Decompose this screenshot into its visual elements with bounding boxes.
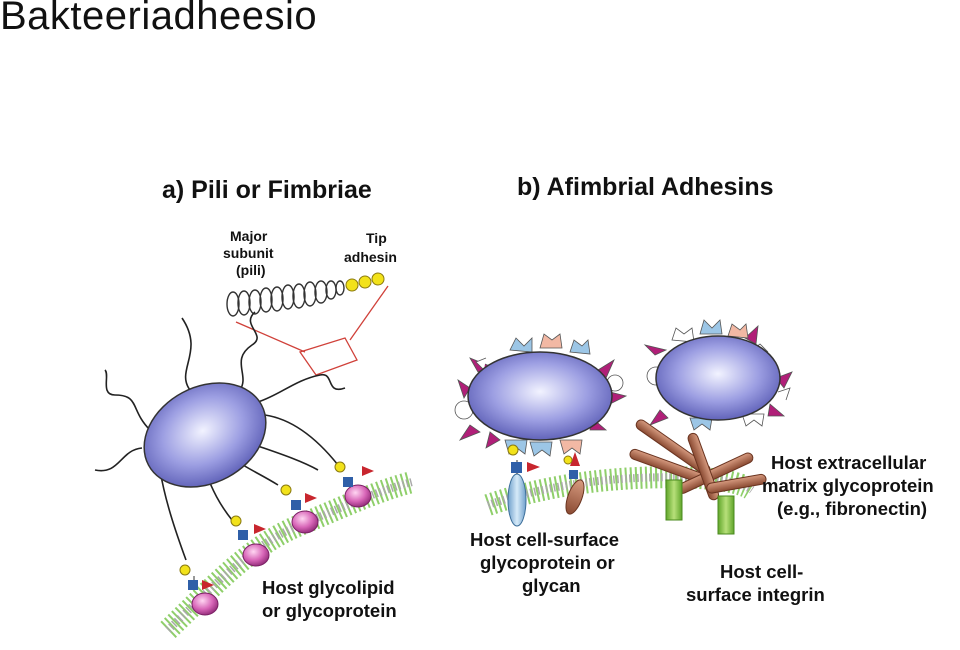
bacterium-b-right bbox=[655, 335, 781, 421]
slide-title: Bakteeriadheesio bbox=[0, 0, 318, 38]
pilus-subunit-coil bbox=[226, 280, 345, 317]
integrin-label: Host cell- surface integrin bbox=[686, 561, 825, 605]
bacterium-a bbox=[143, 382, 267, 488]
host-membrane-a bbox=[160, 471, 415, 638]
extracellular-matrix-label: Host extracellular matrix glycoprotein (… bbox=[762, 452, 939, 519]
fibronectin-matrix bbox=[629, 419, 767, 501]
panel-b-title: b) Afimbrial Adhesins bbox=[517, 173, 774, 201]
major-subunit-label: Major subunit (pili) bbox=[223, 228, 277, 278]
pili bbox=[94, 311, 346, 561]
cell-surface-glycoprotein bbox=[507, 444, 540, 527]
tip-adhesin-balls bbox=[345, 272, 385, 292]
panel-a: a) Pili or Fimbriae Major bbox=[94, 176, 415, 638]
cell-surface-glycoprotein-label: Host cell-surface glycoprotein or glycan bbox=[470, 529, 624, 596]
bacterium-b-left bbox=[467, 351, 613, 441]
afimbrial-adhesins-left bbox=[454, 333, 628, 457]
panel-a-title: a) Pili or Fimbriae bbox=[162, 176, 372, 204]
host-glycan bbox=[563, 452, 585, 515]
host-glycolipid-label: Host glycolipid or glycoprotein bbox=[262, 577, 400, 621]
glycolipid-receptors bbox=[179, 461, 374, 616]
panel-b: b) Afimbrial Adhesins bbox=[454, 173, 939, 605]
integrins bbox=[665, 479, 735, 535]
pilus-zoom-box bbox=[235, 285, 389, 376]
tip-adhesin-label: Tip adhesin bbox=[344, 230, 397, 265]
